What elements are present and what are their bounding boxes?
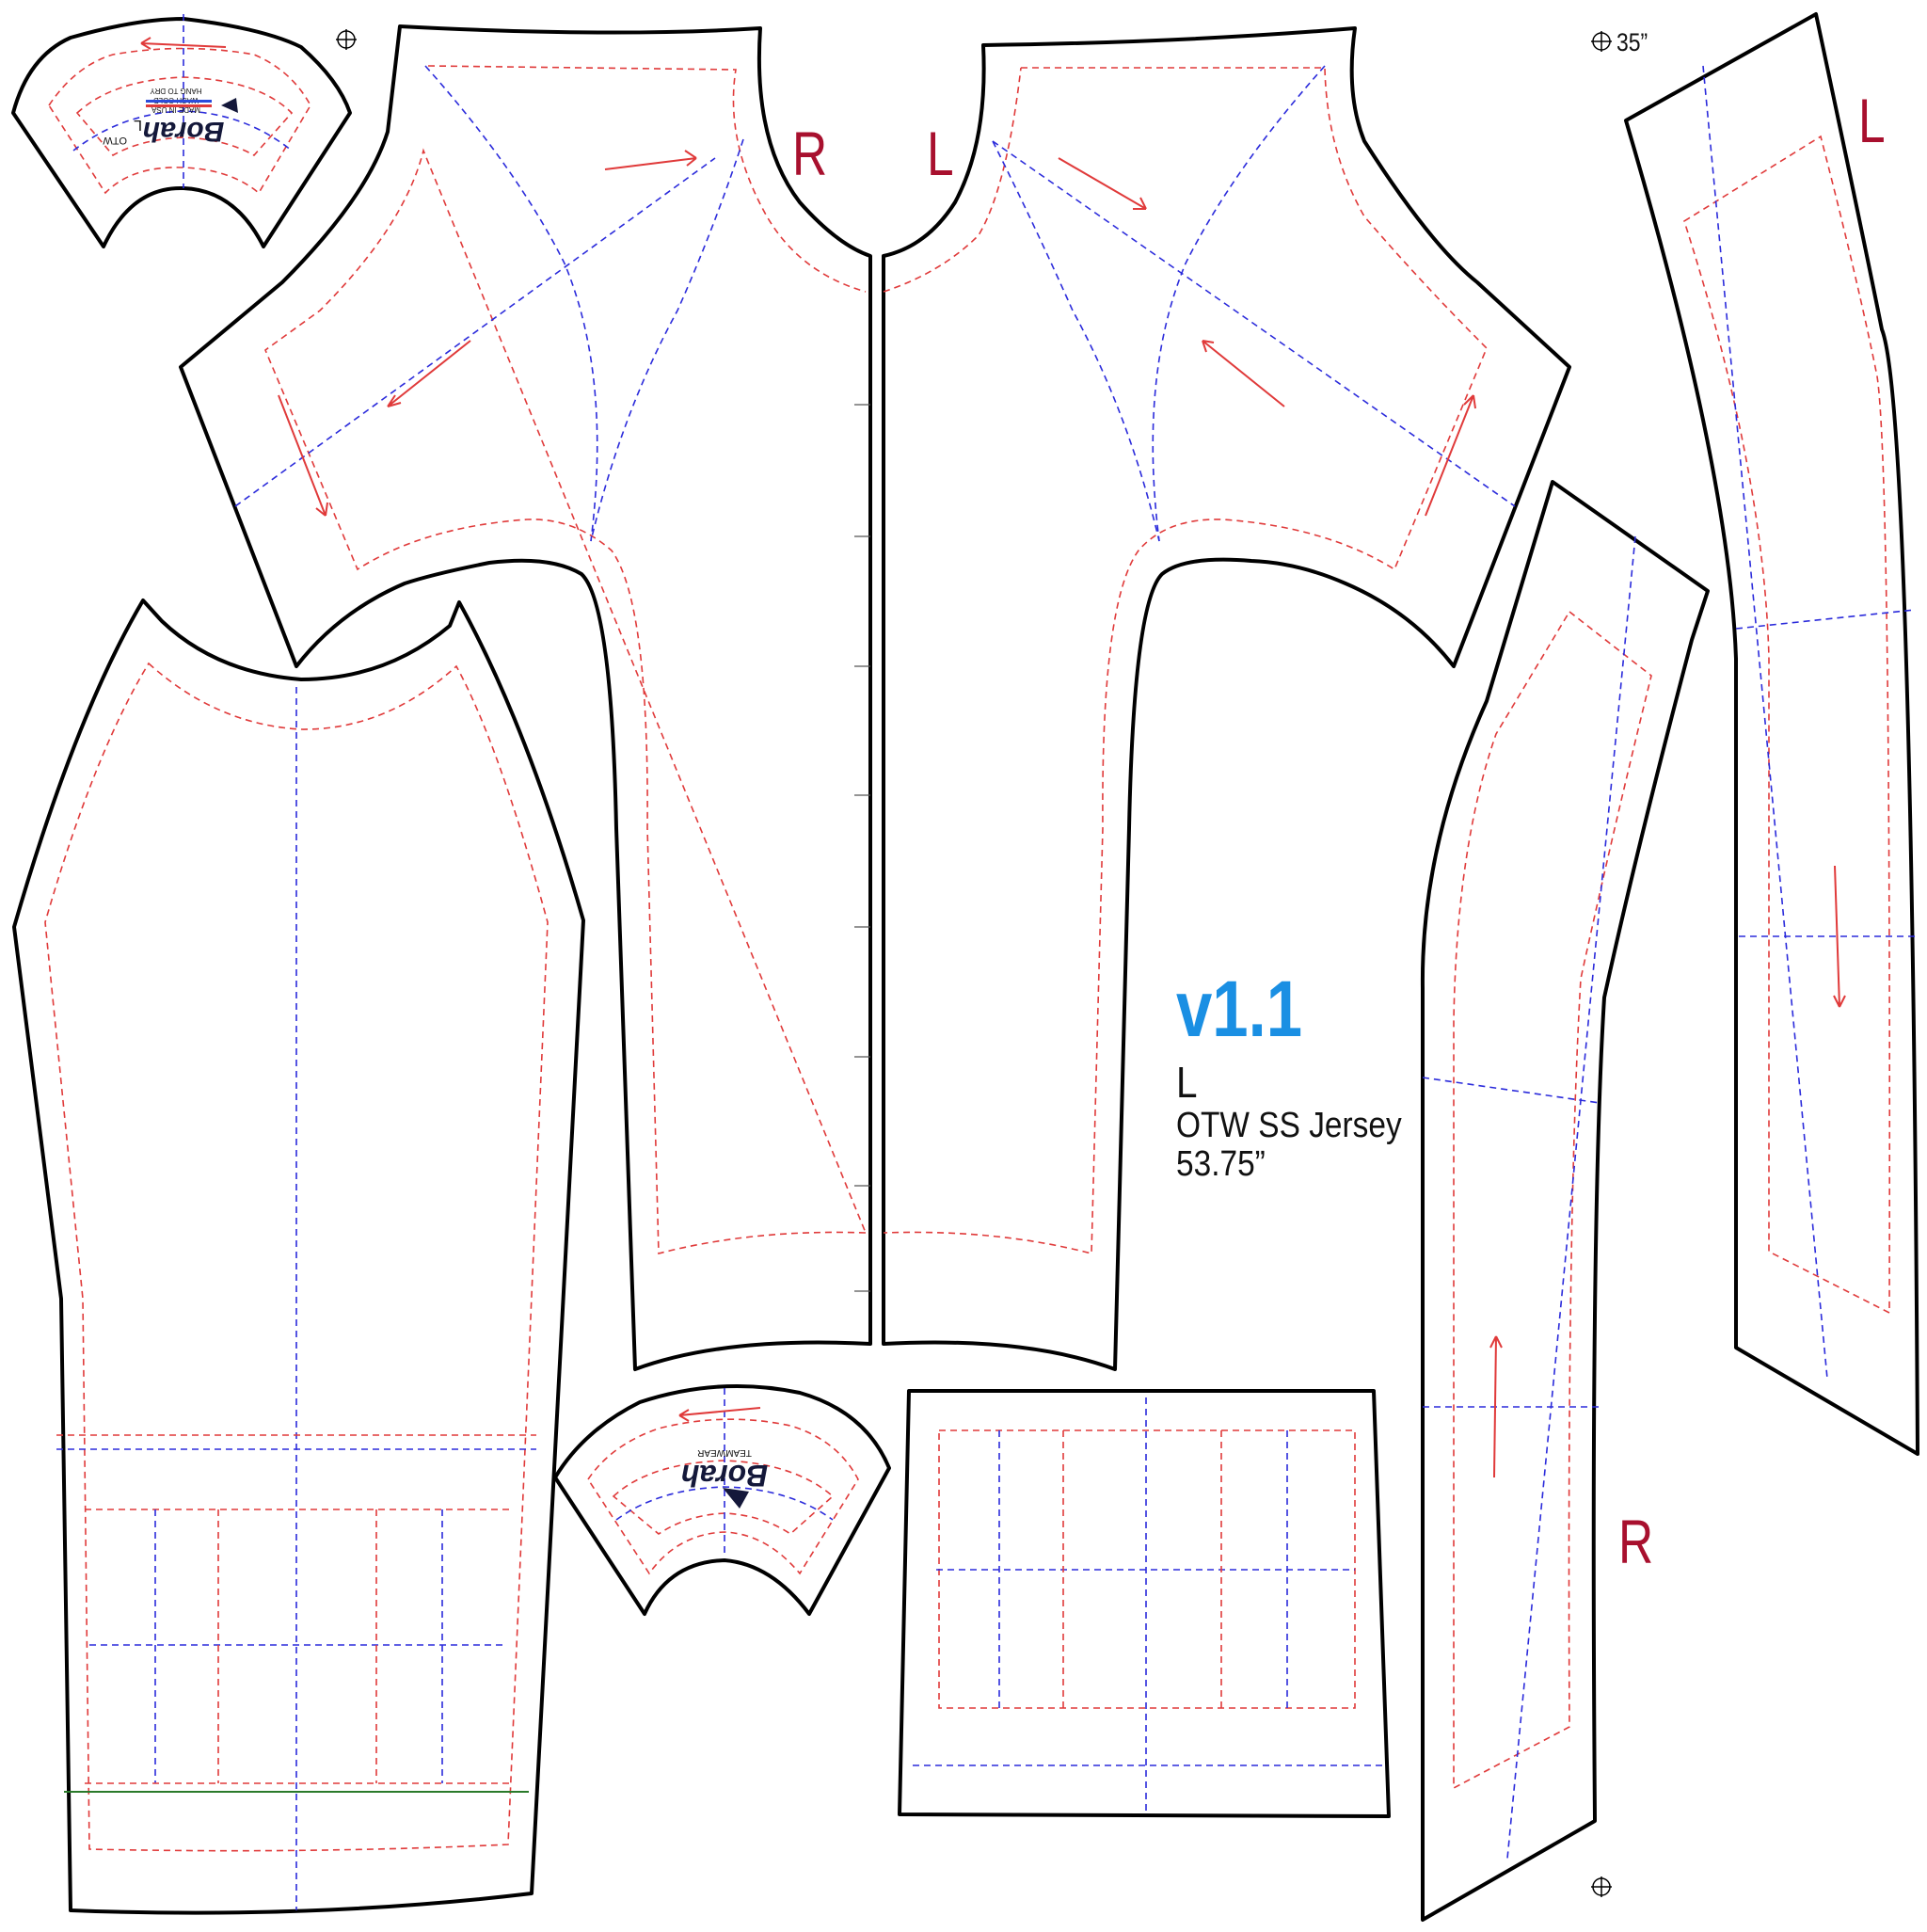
collar-care-line1: MADE IN USA — [151, 105, 200, 114]
size-label: L — [1176, 1058, 1198, 1107]
collar-otw-text: OTW — [103, 135, 127, 146]
sleeve-right-label: R — [1618, 1507, 1654, 1576]
registration-mark-icon — [1591, 31, 1612, 52]
front-left-panel — [882, 26, 1571, 1371]
sleeve-right-piece — [1420, 480, 1710, 1922]
sleeve-left-label: L — [1858, 86, 1886, 155]
neck-facing-piece: Borah TEAMWEAR — [553, 1384, 891, 1616]
front-left-label: L — [927, 119, 954, 188]
sheet-info: v1.1 L OTW SS Jersey 53.75” — [1176, 969, 1432, 1184]
registration-mark-icon — [336, 29, 357, 50]
version-label: v1.1 — [1176, 965, 1303, 1053]
neck-logo: Borah TEAMWEAR — [681, 1447, 768, 1509]
registration-label: 35” — [1616, 28, 1648, 56]
front-right-label: R — [792, 119, 828, 188]
front-right-panel — [179, 24, 872, 1371]
back-panel — [12, 599, 585, 1915]
registration-mark-icon — [1591, 1876, 1612, 1897]
sleeve-left-piece — [1624, 12, 1919, 1456]
collar-piece: Borah OTW L MADE IN USA WASH COLD HANG T… — [11, 14, 352, 248]
product-label: OTW SS Jersey — [1176, 1105, 1402, 1145]
center-placket — [854, 256, 885, 1344]
collar-brand-text: Borah — [143, 116, 225, 147]
collar-size-text: L — [134, 117, 142, 133]
collar-care-line3: HANG TO DRY — [150, 87, 202, 95]
neck-sub-text: TEAMWEAR — [697, 1447, 752, 1458]
collar-logo: Borah OTW L MADE IN USA WASH COLD HANG T… — [103, 87, 238, 147]
pocket-panel — [898, 1389, 1391, 1818]
width-label: 53.75” — [1176, 1143, 1266, 1184]
neck-brand-text: Borah — [681, 1459, 768, 1493]
